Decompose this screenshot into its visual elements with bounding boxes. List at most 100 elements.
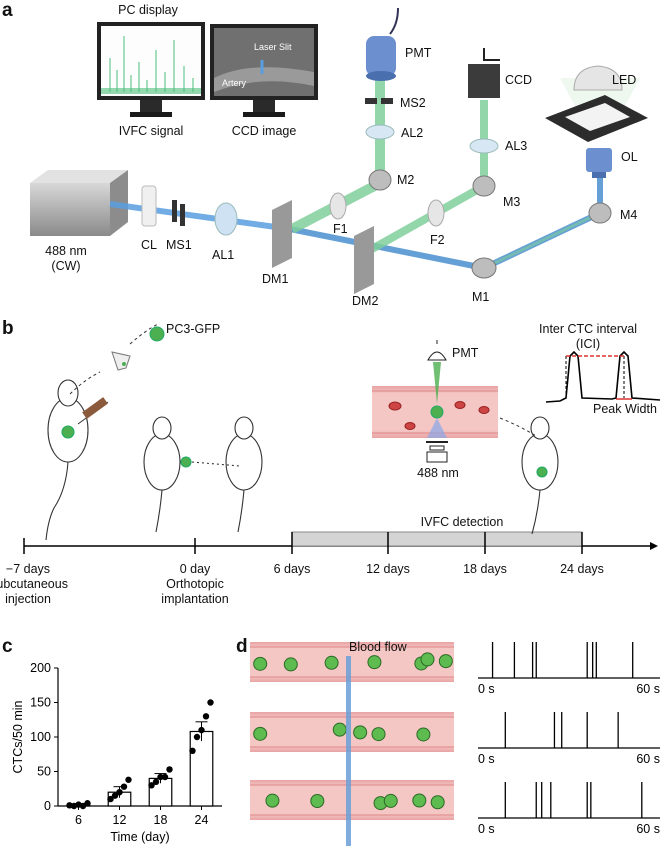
data-point	[120, 783, 128, 790]
timeline-time-0: −7 days	[5, 562, 51, 576]
data-point	[125, 776, 132, 783]
syringe-icon	[69, 371, 109, 425]
ccd-image-label: CCD image	[231, 124, 297, 138]
ctc-cell	[253, 726, 268, 741]
timeline-label-4: 18 days	[463, 562, 507, 576]
filter-f1	[329, 192, 347, 220]
achromatic-lens-1	[214, 202, 238, 236]
f1-label: F1	[333, 222, 348, 236]
ms2-label: MS2	[400, 96, 426, 110]
panel-label-d: d	[236, 636, 248, 657]
data-point	[166, 766, 173, 773]
ctc-cell	[412, 793, 427, 808]
ctc-cell	[371, 727, 386, 742]
m1-label: M1	[472, 290, 490, 304]
cl-label: CL	[141, 238, 157, 252]
x-tick-label: 18	[154, 813, 168, 827]
data-point	[111, 792, 119, 799]
m2-label: M2	[397, 173, 415, 187]
laser-slit-label: Laser Slit	[254, 42, 292, 52]
ctc-cell	[438, 654, 453, 669]
mirror-m2	[368, 169, 392, 191]
blood-flow-label: Blood flow	[349, 640, 407, 654]
bar	[189, 730, 214, 807]
m4-label: M4	[620, 208, 638, 222]
m3-label: M3	[503, 195, 521, 209]
mechanical-slit-2	[365, 98, 393, 104]
timeline-time-1: 0 day	[179, 562, 211, 576]
y-tick-label: 50	[37, 765, 51, 779]
ctc-cell	[383, 793, 398, 808]
tube-icon	[111, 323, 159, 371]
trace-end-label: 60 s	[636, 822, 660, 836]
ivfc-detection-label: IVFC detection	[420, 515, 504, 529]
ctc-cell	[310, 794, 325, 809]
data-point	[107, 795, 114, 803]
vessel-to-mouse	[499, 417, 537, 437]
mirror-m3	[472, 175, 496, 197]
ici-line2: (ICI)	[575, 337, 601, 351]
laser-slit-line	[346, 656, 351, 846]
data-point	[202, 713, 210, 720]
dm1-label: DM1	[262, 272, 289, 286]
ol-label: OL	[621, 150, 638, 164]
y-axis-label: CTCs/50 min	[11, 700, 25, 773]
objective-lens	[586, 148, 612, 178]
ctc-cell	[430, 795, 445, 810]
pc-display-label: PC display	[118, 3, 178, 17]
timeline-sub1-1: Orthotopic	[166, 577, 224, 591]
pmt-label: PMT	[405, 46, 432, 60]
trace-end-label: 60 s	[636, 752, 660, 766]
data-point	[116, 789, 123, 796]
data-point	[157, 773, 164, 781]
mirror-m4	[588, 202, 612, 224]
x-tick-label: 6	[75, 813, 82, 827]
ccd-camera	[468, 48, 500, 98]
mechanical-slit-1	[172, 200, 185, 226]
trace-end-label: 60 s	[636, 682, 660, 696]
timeline-ticks	[23, 532, 583, 554]
ici-trace	[545, 350, 661, 403]
panel-label-c: c	[2, 636, 13, 657]
ctc-cell	[332, 722, 347, 737]
mouse-3	[521, 416, 559, 535]
ivfc-monitor	[97, 22, 205, 117]
data-point	[152, 778, 160, 786]
timeline-label-3: 12 days	[366, 562, 410, 576]
laser-wavelength: 488 nm	[45, 244, 87, 258]
panel-label-b: b	[2, 318, 14, 339]
ctc-cell	[416, 727, 431, 742]
ms1-label: MS1	[166, 238, 192, 252]
x-axis-label: Time (day)	[110, 830, 169, 844]
ctc-cell	[353, 725, 368, 740]
ccd-label: CCD	[505, 73, 533, 87]
laser-label-b: 488 nm	[417, 466, 459, 480]
ivfc-detection-bar	[291, 531, 583, 547]
pmt-label-b: PMT	[452, 346, 479, 360]
al1-label: AL1	[212, 248, 235, 262]
timeline-arrow	[650, 542, 658, 550]
timeline-label-0: −7 days Subcutaneous injection	[0, 562, 68, 607]
cylindrical-lens	[141, 185, 157, 227]
filter-f2	[427, 199, 445, 227]
data-point	[193, 733, 201, 741]
data-point	[84, 800, 91, 807]
ctc-cell	[367, 655, 382, 670]
peak-width-label: Peak Width	[593, 402, 657, 416]
mouse-1	[45, 379, 89, 541]
dichroic-mirror-2	[354, 226, 374, 294]
led-label: LED	[612, 73, 637, 87]
data-point	[198, 726, 205, 734]
data-point	[161, 773, 169, 781]
y-tick-label: 200	[30, 661, 51, 675]
timeline-sub2-1: implantation	[161, 592, 229, 606]
pmt-detector	[366, 7, 399, 81]
laser-label: 488 nm (CW)	[45, 244, 87, 274]
ici-line1: Inter CTC interval	[539, 322, 637, 336]
panel-label-a: a	[2, 0, 13, 21]
trace-start-label: 0 s	[478, 682, 495, 696]
ctc-cell	[265, 793, 280, 808]
data-point	[189, 747, 196, 754]
timeline-label-1: 0 day Orthotopic implantation	[161, 562, 228, 607]
